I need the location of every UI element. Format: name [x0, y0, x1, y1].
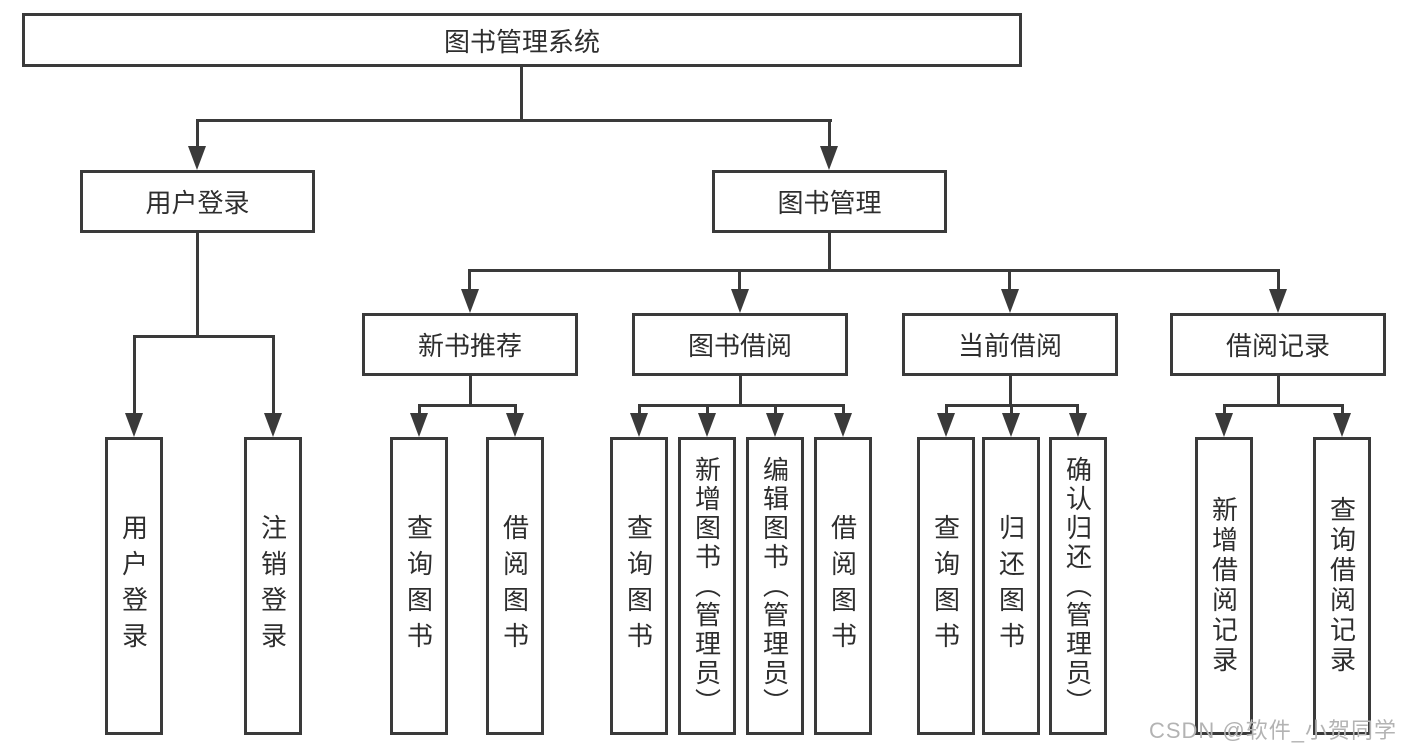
node-book-management: 图书管理 — [712, 170, 947, 233]
node-label: 查询图书 — [623, 514, 654, 658]
connector-line — [774, 404, 777, 416]
leaf-query-books-borrow: 查询图书 — [610, 437, 668, 735]
arrow-down-icon — [1333, 413, 1351, 437]
node-borrow-records: 借阅记录 — [1170, 313, 1386, 376]
node-user-login: 用户登录 — [80, 170, 315, 233]
connector-line — [196, 119, 199, 149]
node-label: 当前借阅 — [957, 331, 1062, 361]
connector-line — [133, 335, 274, 338]
connector-line — [1223, 404, 1226, 416]
connector-line — [418, 404, 421, 416]
arrow-down-icon — [834, 413, 852, 437]
node-label: 用户登录 — [118, 514, 149, 658]
leaf-query-borrow-record: 查询借阅记录 — [1313, 437, 1371, 735]
arrow-down-icon — [264, 413, 282, 437]
arrow-down-icon — [461, 289, 479, 313]
connector-line — [468, 269, 1280, 272]
leaf-borrow-books: 借阅图书 — [814, 437, 872, 735]
leaf-add-borrow-record: 新增借阅记录 — [1195, 437, 1253, 735]
arrow-down-icon — [1069, 413, 1087, 437]
arrow-down-icon — [410, 413, 428, 437]
leaf-edit-book-admin: 编辑图书（管理员） — [746, 437, 804, 735]
arrow-down-icon — [1001, 289, 1019, 313]
leaf-return-book: 归还图书 — [982, 437, 1040, 735]
connector-line — [842, 404, 845, 416]
leaf-borrow-books-recommend: 借阅图书 — [486, 437, 544, 735]
node-label: 注销登录 — [257, 514, 288, 658]
leaf-query-books-current: 查询图书 — [917, 437, 975, 735]
node-label: 用户登录 — [145, 188, 250, 218]
connector-line — [1341, 404, 1344, 416]
connector-line — [418, 404, 517, 407]
connector-line — [1277, 269, 1280, 291]
connector-line — [1009, 376, 1012, 405]
arrow-down-icon — [506, 413, 524, 437]
leaf-confirm-return-admin: 确认归还（管理员） — [1049, 437, 1107, 735]
arrow-down-icon — [125, 413, 143, 437]
node-label: 新书推荐 — [417, 331, 522, 361]
node-label: 图书管理 — [777, 188, 882, 218]
arrow-down-icon — [188, 146, 206, 170]
connector-line — [520, 67, 523, 120]
arrow-down-icon — [1215, 413, 1233, 437]
node-label: 新增借阅记录 — [1208, 496, 1239, 676]
connector-line — [272, 335, 275, 415]
connector-line — [739, 376, 742, 405]
watermark: CSDN @软件_小贺同学 — [1148, 718, 1397, 743]
connector-line — [196, 233, 199, 336]
connector-line — [706, 404, 709, 416]
connector-line — [469, 376, 472, 405]
connector-line — [738, 269, 741, 291]
node-new-book-recommend: 新书推荐 — [362, 313, 578, 376]
arrow-down-icon — [630, 413, 648, 437]
connector-line — [1223, 404, 1343, 407]
arrow-down-icon — [698, 413, 716, 437]
node-current-borrow: 当前借阅 — [902, 313, 1118, 376]
connector-line — [945, 404, 948, 416]
node-label: 借阅记录 — [1225, 331, 1330, 361]
connector-line — [196, 119, 832, 122]
connector-line — [133, 335, 136, 415]
node-root-library-system: 图书管理系统 — [22, 13, 1022, 67]
connector-line — [638, 404, 844, 407]
node-label: 借阅图书 — [499, 514, 530, 658]
arrow-down-icon — [1269, 289, 1287, 313]
connector-line — [638, 404, 641, 416]
node-label: 编辑图书（管理员） — [759, 455, 790, 717]
connector-line — [1277, 376, 1280, 405]
node-label: 确认归还（管理员） — [1062, 455, 1093, 717]
node-label: 查询图书 — [930, 514, 961, 658]
node-book-borrow: 图书借阅 — [632, 313, 848, 376]
node-label: 图书借阅 — [687, 331, 792, 361]
leaf-add-book-admin: 新增图书（管理员） — [678, 437, 736, 735]
arrow-down-icon — [820, 146, 838, 170]
leaf-logout: 注销登录 — [244, 437, 302, 735]
arrow-down-icon — [937, 413, 955, 437]
connector-line — [1008, 269, 1011, 291]
node-label: 借阅图书 — [827, 514, 858, 658]
node-label: 归还图书 — [995, 514, 1026, 658]
arrow-down-icon — [766, 413, 784, 437]
node-label: 查询图书 — [403, 514, 434, 658]
leaf-query-books-recommend: 查询图书 — [390, 437, 448, 735]
node-label: 查询借阅记录 — [1326, 496, 1357, 676]
arrow-down-icon — [1002, 413, 1020, 437]
connector-line — [514, 404, 517, 416]
node-label: 新增图书（管理员） — [691, 455, 722, 717]
arrow-down-icon — [731, 289, 749, 313]
leaf-user-login: 用户登录 — [105, 437, 163, 735]
node-label: 图书管理系统 — [443, 26, 600, 57]
connector-line — [1010, 404, 1013, 416]
connector-line — [828, 119, 831, 149]
connector-line — [468, 269, 471, 291]
connector-line — [1076, 404, 1079, 416]
connector-line — [828, 233, 831, 270]
